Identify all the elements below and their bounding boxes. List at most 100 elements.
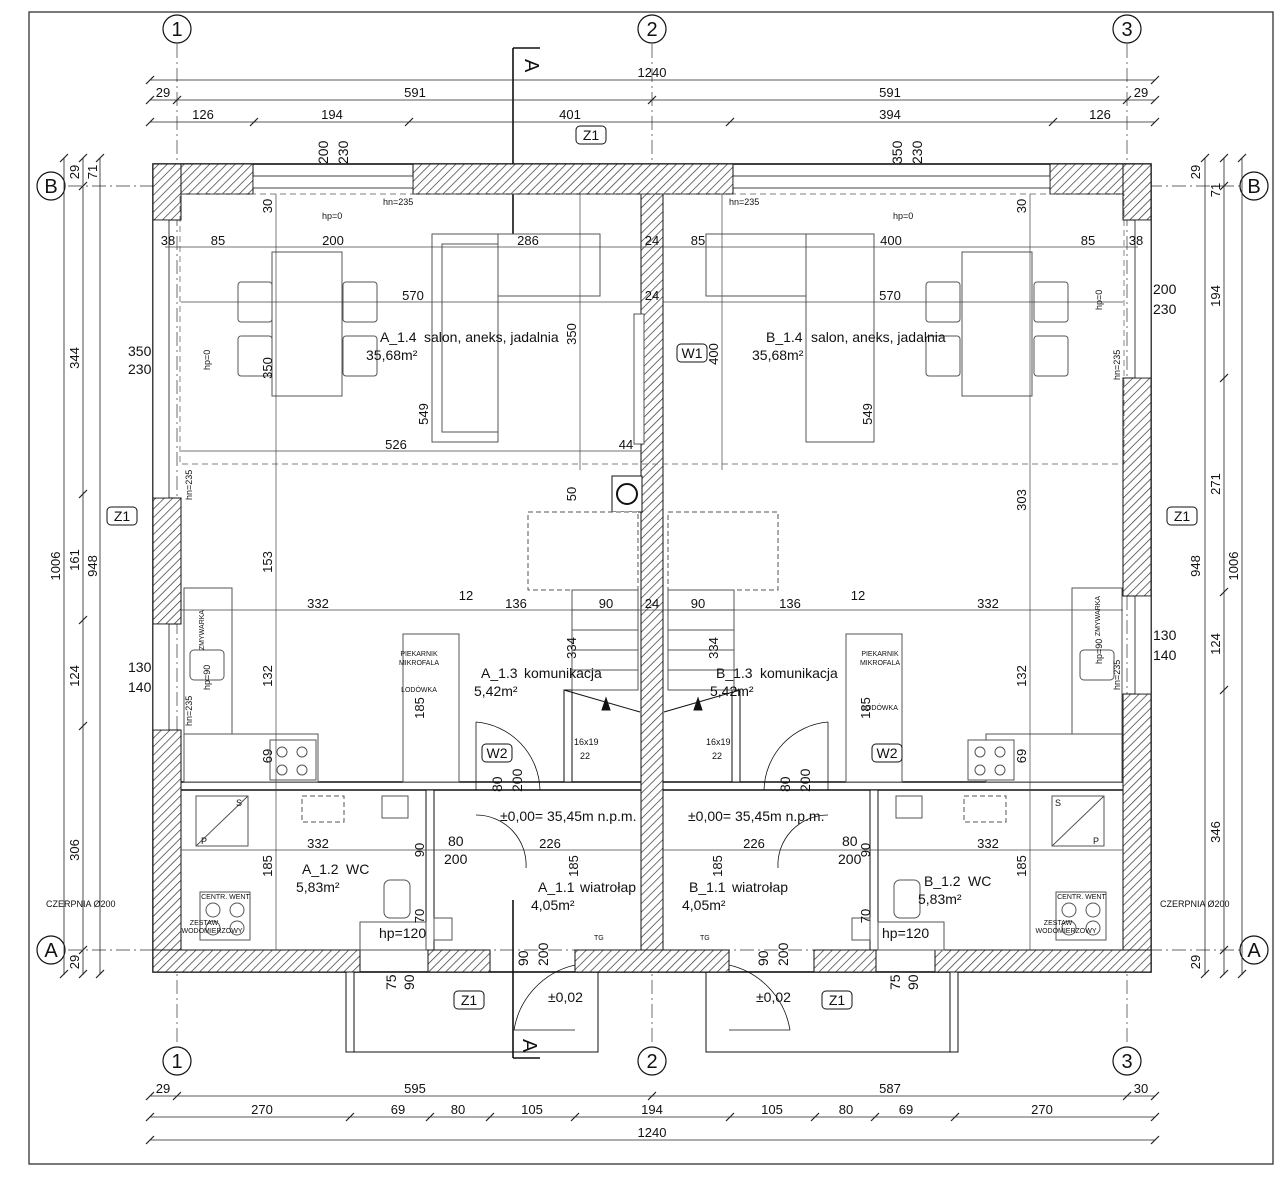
hp0-top-right: hp=0 [893, 211, 913, 221]
idim-50: 50 [564, 487, 579, 501]
axis-label-2-top: 2 [646, 19, 657, 41]
idim-350-left: 350 [564, 323, 579, 345]
idim-332-right: 332 [977, 596, 999, 611]
stairs-a-count: 22 [580, 751, 590, 761]
dim-left-bottom-edge: 29 [67, 955, 82, 969]
dim-left-overall: 1006 [48, 552, 63, 581]
dim-right-inner: 948 [1188, 555, 1203, 577]
level-b: ±0,00= 35,45m n.p.m. [688, 808, 825, 824]
idim-85-center: 85 [691, 233, 705, 248]
entry-a-w: 90 [515, 950, 531, 966]
shower-s-b: S [1055, 798, 1061, 808]
dim-bottom-seg-5: 105 [761, 1102, 783, 1117]
idim-185-wc-right: 185 [1014, 855, 1029, 877]
axis-bubbles [36, 14, 1269, 1076]
door-a13-w: 80 [489, 776, 505, 792]
room-b14-id: B_1.4 [766, 329, 803, 345]
room-b13-name: komunikacja [760, 665, 838, 681]
tag-boxes [106, 125, 1198, 1010]
tag-z1-left: Z1 [114, 508, 131, 524]
dim-bottom-seg-2: 80 [451, 1102, 465, 1117]
entry-b-w: 90 [755, 950, 771, 966]
door-swings [475, 721, 829, 1031]
dim-bottom-edge-left: 29 [156, 1081, 170, 1096]
idim-350-table: 350 [260, 357, 275, 379]
axis-label-2-bottom: 2 [646, 1051, 657, 1073]
idim-303: 303 [1014, 489, 1029, 511]
tag-z1-right: Z1 [1174, 508, 1191, 524]
idim-570-left: 570 [402, 288, 424, 303]
axis-label-1-bottom: 1 [171, 1051, 182, 1073]
dim-left-top-71: 71 [85, 165, 100, 179]
idim-549-right: 549 [860, 403, 875, 425]
idim-90-wc-right: 90 [858, 843, 873, 857]
hp120-b: hp=120 [882, 925, 929, 941]
hp90-right: hp=90 [1094, 639, 1104, 664]
idim-38-right: 38 [1129, 233, 1143, 248]
shower-p-b: P [1093, 836, 1099, 846]
idim-12-right: 12 [851, 588, 865, 603]
dim-right-seg-0: 194 [1208, 285, 1223, 307]
dim-bottom-seg-8: 270 [1031, 1102, 1053, 1117]
room-b11-name: wiatrołap [731, 879, 788, 895]
level-a: ±0,00= 35,45m n.p.m. [500, 808, 637, 824]
dim-bottom-total: 1240 [638, 1125, 667, 1140]
axis-label-3-top: 3 [1121, 19, 1132, 41]
idim-549-left: 549 [416, 403, 431, 425]
entry-a-h: 200 [535, 942, 551, 966]
idim-70-left: 70 [412, 909, 427, 923]
win-wc-a-h: 90 [401, 974, 417, 990]
door-b12-w: 80 [842, 833, 858, 849]
dimension-chains-bottom [145, 1091, 1160, 1145]
room-a13-id: A_1.3 [481, 665, 518, 681]
idim-334-left: 334 [564, 637, 579, 659]
dim-top-seg-1: 194 [321, 107, 343, 122]
room-b14-name: salon, aneks, jadalnia [811, 329, 946, 345]
dimension-chains-right [1200, 153, 1247, 979]
axis-label-1-top: 1 [171, 19, 182, 41]
room-b14-area: 35,68m² [752, 347, 804, 363]
level-ext-a: ±0,02 [548, 989, 583, 1005]
tag-z1-top: Z1 [583, 127, 600, 143]
idim-12-left: 12 [459, 588, 473, 603]
win-left-w: 350 [128, 343, 152, 359]
building-walls [152, 163, 1152, 1053]
idim-332-left: 332 [307, 596, 329, 611]
idim-226-left: 226 [539, 836, 561, 851]
door-b13-h: 200 [797, 768, 813, 792]
idim-136-left: 136 [505, 596, 527, 611]
stairs-b-count: 22 [712, 751, 722, 761]
idim-185-vest-right: 185 [710, 855, 725, 877]
dimension-chains-left [59, 153, 105, 979]
door-b13-w: 80 [777, 776, 793, 792]
room-b12-name: WC [968, 873, 991, 889]
dim-bottom-seg-4: 194 [641, 1102, 663, 1117]
dim-right-top-edge: 29 [1188, 165, 1203, 179]
room-b11-id: B_1.1 [689, 879, 726, 895]
idim-570-right: 570 [879, 288, 901, 303]
stairs-b-size: 16x19 [706, 737, 731, 747]
idim-44: 44 [619, 437, 633, 452]
door-b12-h: 200 [838, 851, 862, 867]
dishwasher-a: ZMYWARKA [199, 610, 206, 651]
idim-185-vest-left: 185 [566, 855, 581, 877]
win-right-h: 230 [1153, 301, 1177, 317]
axis-label-b-left: B [44, 176, 57, 198]
dim-left-seg-1: 161 [67, 549, 82, 571]
micro-b: MIKROFALA [860, 660, 900, 667]
dim-left-seg-2: 124 [67, 665, 82, 687]
idim-69-right: 69 [1014, 749, 1029, 763]
czerpnia-left: CZERPNIA Ø200 [46, 899, 116, 909]
win-kitchen-right-h: 140 [1153, 647, 1177, 663]
tag-w2-right: W2 [877, 745, 898, 761]
fridge-a: LODÓWKA [401, 685, 437, 694]
dim-right-overall: 1006 [1226, 552, 1241, 581]
door-a13-h: 200 [509, 768, 525, 792]
idim-526: 526 [385, 437, 407, 452]
czerpnia-right: CZERPNIA Ø200 [1160, 899, 1230, 909]
dimension-chains-top [145, 75, 1160, 127]
dishwasher-b: ZMYWARKA [1095, 596, 1102, 637]
dim-left-top-edge: 29 [67, 165, 82, 179]
section-line-a: A A [512, 47, 542, 1059]
dim-right-top-71: 71 [1208, 183, 1223, 197]
